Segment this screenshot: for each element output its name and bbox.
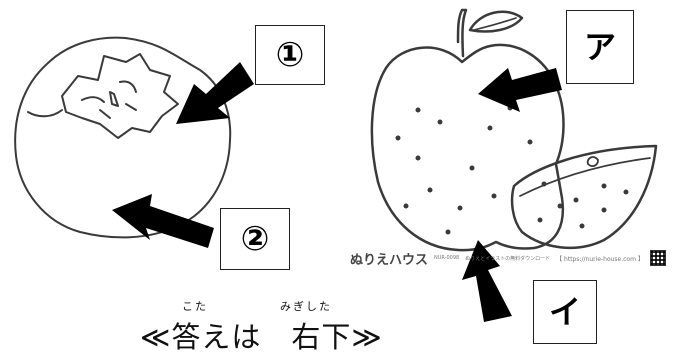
watermark-url: 【 https://nurie-house.com 】 [556,255,644,263]
label-1-text: ① [275,35,305,75]
qr-code-icon [649,250,666,266]
label-box-a: ア [566,10,634,84]
label-a-text: ア [583,28,616,66]
arrow-2 [112,194,214,248]
arrow-i [462,240,512,322]
answer-text: ≪答えは 右下≫ [140,320,383,354]
label-2-text: ② [240,219,270,259]
furigana-kotae: こた [182,300,208,313]
watermark-logo: ぬりえハウス [350,252,429,268]
arrow-1 [176,62,254,124]
persimmon-drawing [14,36,232,239]
watermark-text: ぬりえとイラストの無料ダウンロード [465,255,551,262]
answer-caption: こた みぎした ≪答えは 右下≫ [140,298,382,354]
apple-drawing [370,8,658,252]
label-i-text: イ [548,293,581,331]
arrows [112,62,562,322]
arrow-a [478,68,562,112]
label-box-1: ① [255,25,325,85]
watermark-id: NUR-0098 [434,255,460,261]
label-box-i: イ [533,280,597,344]
label-box-2: ② [220,208,290,270]
watermark-bar: ぬりえハウス NUR-0098 ぬりえとイラストの無料ダウンロード 【 http… [350,247,686,269]
apple-dots [395,93,629,235]
furigana-migishita: みぎした [280,300,332,313]
